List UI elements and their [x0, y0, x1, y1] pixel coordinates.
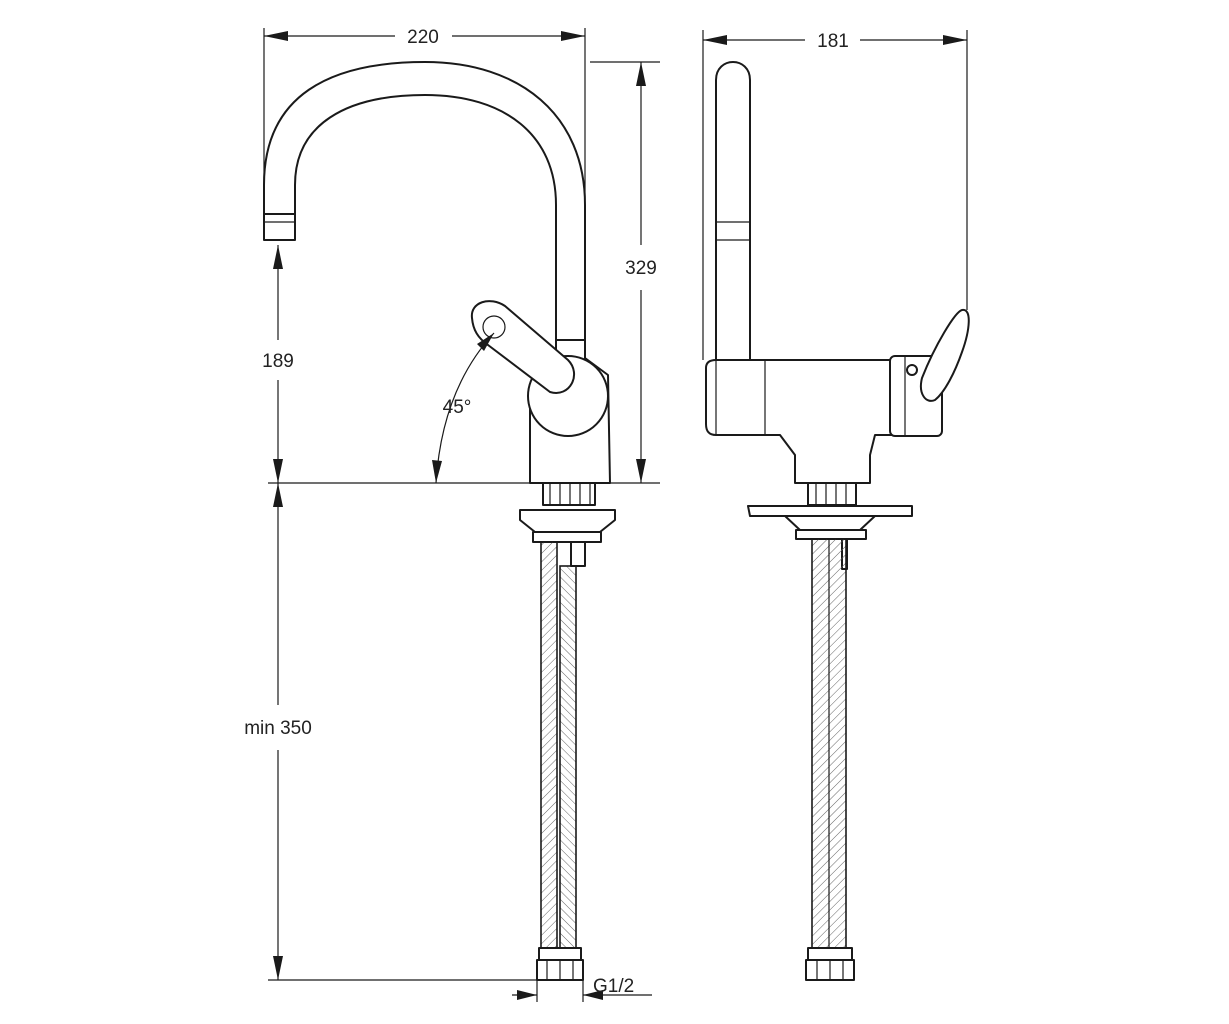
side-spout — [715, 61, 751, 361]
dimension-label-spout-height: 189 — [262, 351, 294, 372]
side-base-nut — [807, 482, 857, 506]
front-base-nut — [542, 482, 596, 506]
side-body — [705, 359, 899, 484]
dimension-side-width: 181 — [702, 30, 968, 360]
dimension-total-height: 329 — [590, 61, 660, 483]
side-view — [705, 61, 970, 981]
front-mounting-plate — [519, 509, 616, 533]
side-mounting-plate — [747, 505, 913, 517]
dimension-label-hose-length: min 350 — [244, 718, 312, 739]
dimension-hose-length: min 350 — [244, 483, 537, 981]
dimension-front-width: 220 — [263, 27, 586, 210]
dimension-label-lever-angle: 45° — [443, 397, 472, 418]
dimension-spout-height: 189 — [262, 245, 294, 483]
front-spout — [263, 61, 586, 341]
dimension-label-front-width: 220 — [407, 27, 439, 48]
front-spout-tip — [263, 213, 296, 241]
dimension-lever-angle: 45° — [432, 332, 495, 484]
dimension-label-thread: G1/2 — [593, 976, 634, 997]
dimension-label-side-width: 181 — [817, 31, 849, 52]
side-lever — [920, 308, 970, 402]
front-lever — [470, 300, 575, 394]
front-threaded-rod — [570, 541, 586, 567]
dimension-label-total-height: 329 — [625, 258, 657, 279]
front-view — [263, 61, 616, 981]
front-hose-right — [559, 565, 577, 953]
front-hose-left — [540, 541, 558, 953]
dimension-thread: G1/2 — [512, 976, 652, 1002]
